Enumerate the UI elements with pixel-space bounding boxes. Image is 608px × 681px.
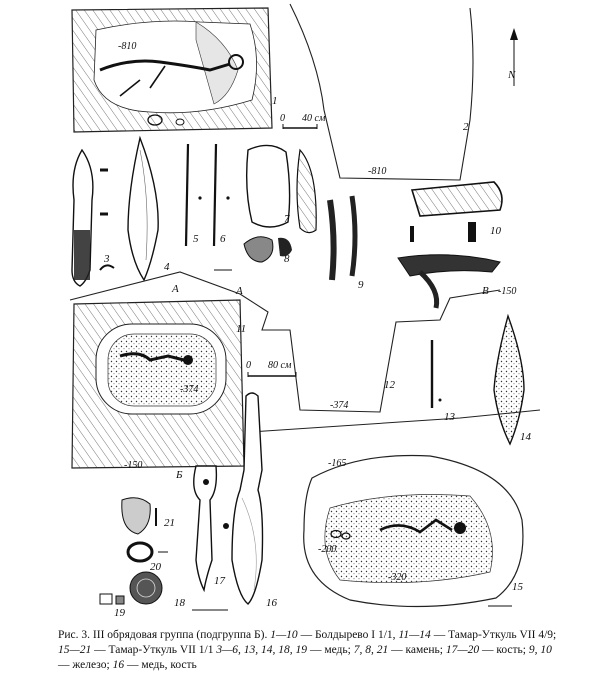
depth-label: -320 (388, 572, 406, 583)
depth-label: -374 (330, 400, 348, 411)
depth-label: -150 (124, 460, 142, 471)
figure-number: 2 (463, 121, 469, 133)
caption-text: — железо; (58, 659, 110, 671)
figure-number: 20 (150, 561, 162, 573)
section-line: -374 12 А А В -150 (69, 271, 516, 413)
caption-text: — медь, кость (126, 659, 197, 671)
depth-label: -200 (318, 544, 336, 555)
section-letter: Б (175, 469, 183, 481)
figure-number: 13 (444, 411, 456, 423)
depth-label: -810 (368, 166, 386, 177)
figure-number: 5 (193, 233, 199, 245)
stone-fragment-8: 8 (214, 236, 292, 271)
figure-number: 12 (384, 379, 396, 391)
grave-plan-1: -810 1 (71, 7, 278, 133)
caption-text: — камень; (391, 644, 443, 656)
grave-plan-11: -374 11 -150 Б (71, 299, 246, 481)
figure-number: 18 (174, 597, 186, 609)
figure-number: 10 (490, 225, 502, 237)
spoon-16: 16 (231, 392, 278, 609)
figure-number: 1 (272, 95, 278, 107)
scale-zero: 0 (280, 113, 285, 124)
caption-range: 3—6, 13, 14, 18, 19 (216, 644, 308, 656)
stone-tool-7: 7 (245, 144, 317, 234)
scale-value: 40 см (302, 113, 326, 124)
caption-range: 16 (112, 659, 125, 671)
caption-text: — Болдырево I 1/1, (300, 629, 396, 641)
caption-range: 17—20 (445, 644, 480, 656)
scale-bar-40cm: 0 40 см (280, 113, 326, 129)
section-letter: А (235, 285, 243, 297)
caption-range: 15—21 (58, 644, 92, 656)
caption-prefix: Рис. 3. III обрядовая группа (подгруппа … (58, 629, 268, 641)
scale-zero: 0 (246, 360, 251, 371)
caption-range: 9, 10 (528, 644, 552, 656)
pit-section-2: -810 2 (289, 3, 474, 181)
caption-range: 11—14 (398, 629, 431, 641)
grave-plan-15: -165 -200 -320 15 (303, 454, 524, 608)
figure-number: 6 (220, 233, 226, 245)
divider-line (249, 409, 541, 433)
bead-plaque-18: 18 (129, 571, 186, 609)
scale-bar-80cm: 0 80 см (246, 360, 297, 377)
figure-number: 21 (164, 517, 175, 529)
depth-label: -374 (180, 384, 198, 395)
iron-rods-9: 9 (327, 195, 364, 291)
figure-number: 4 (164, 261, 170, 273)
awls-5-6: 5 6 (184, 143, 230, 247)
figure-number: 16 (266, 597, 278, 609)
figure-caption: Рис. 3. III обрядовая группа (подгруппа … (58, 628, 558, 673)
figure-number: 19 (114, 607, 126, 619)
dagger-17: 17 (192, 465, 229, 611)
caption-text: — медь; (309, 644, 351, 656)
figure-number: 11 (236, 323, 246, 335)
depth-label: -810 (118, 41, 136, 52)
iron-object-10: 10 (397, 181, 503, 309)
archaeology-figure: -810 1 0 40 см -810 2 N 3 4 5 6 (69, 3, 541, 619)
north-arrow: N (507, 28, 518, 86)
figure-number: 9 (358, 279, 364, 291)
figure-number: 8 (284, 253, 290, 265)
caption-range: 1—10 (270, 629, 298, 641)
figure-number: 17 (214, 575, 226, 587)
figure-number: 7 (284, 213, 290, 225)
spearhead-3: 3 (71, 148, 115, 287)
figure-number: 14 (520, 431, 532, 443)
figure-number: 3 (103, 253, 110, 265)
stone-21: 21 (121, 497, 175, 535)
awl-13: 13 (430, 340, 456, 423)
depth-label: -150 (498, 286, 516, 297)
north-label: N (507, 69, 516, 81)
caption-text: — Тамар-Уткуль VII 4/9; (433, 629, 557, 641)
section-letter: А (171, 283, 179, 295)
spearhead-14: 14 (493, 313, 532, 446)
section-letter: В (482, 285, 489, 297)
bead-19: 19 (99, 593, 126, 619)
caption-text: — кость; (481, 644, 526, 656)
blade-4: 4 (127, 135, 170, 282)
caption-range: 7, 8, 21 (353, 644, 389, 656)
figure-number: 15 (512, 581, 524, 593)
depth-label: -165 (328, 458, 346, 469)
caption-text: — Тамар-Уткуль VII 1/1 (94, 644, 214, 656)
scale-value: 80 см (268, 360, 292, 371)
bone-ring-20: 20 (126, 541, 168, 573)
